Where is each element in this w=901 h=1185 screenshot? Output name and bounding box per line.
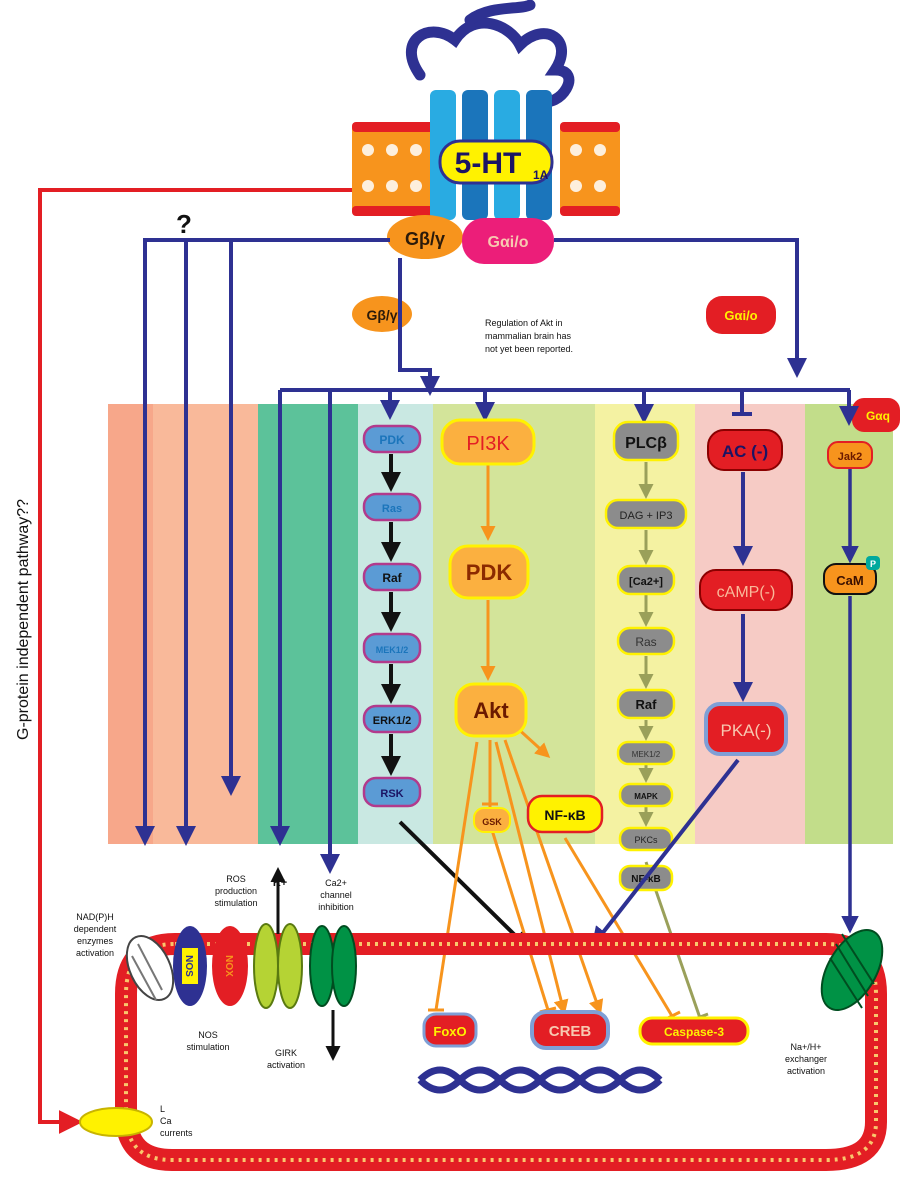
nadph-label-3: enzymes bbox=[77, 936, 114, 946]
target-caspase3: Caspase-3 bbox=[638, 1016, 750, 1046]
foxo-label: FoxO bbox=[433, 1024, 466, 1039]
pi3k-node: PI3K bbox=[466, 433, 510, 455]
g-alpha-q-label: Gαq bbox=[866, 409, 890, 423]
plc-mapk-node: MAPK bbox=[634, 792, 658, 801]
membrane-labels: NAD(P)H dependent enzymes activation ROS… bbox=[74, 874, 827, 1138]
g-alpha-q: Gαq bbox=[852, 398, 900, 432]
mapk-node-mek: MEK1/2 bbox=[376, 645, 409, 655]
nadph-label-1: NAD(P)H bbox=[76, 912, 114, 922]
exchanger-label-2: exchanger bbox=[785, 1054, 827, 1064]
jak-pathway: Jak2 CaM P bbox=[823, 441, 880, 934]
ros-label-1: ROS bbox=[226, 874, 246, 884]
receptor-subscript: 1A bbox=[533, 168, 549, 182]
pi3k-pdk-node: PDK bbox=[466, 560, 513, 585]
mapk-node-erk: ERK1/2 bbox=[373, 715, 412, 727]
akt-note-line-2: mammalian brain has bbox=[485, 331, 572, 341]
mapk-pathway: PDK Ras Raf MEK1/2 ERK1/2 RSK bbox=[362, 424, 531, 951]
free-g-alpha-label: Gαi/o bbox=[724, 308, 757, 323]
g-beta-gamma-label: Gβ/γ bbox=[405, 229, 445, 249]
akt-note-line-1: Regulation of Akt in bbox=[485, 318, 563, 328]
pkc-node: PKCs bbox=[634, 835, 658, 845]
girk-label-1: GIRK bbox=[275, 1048, 297, 1058]
akt-note-line-3: not yet been reported. bbox=[485, 344, 573, 354]
girk-label-2: activation bbox=[267, 1060, 305, 1070]
caspase3-label: Caspase-3 bbox=[664, 1025, 724, 1039]
calcium-node: [Ca2+] bbox=[629, 576, 663, 588]
membrane-proteins: NOS NOX bbox=[79, 867, 884, 1137]
exchanger-label-3: activation bbox=[787, 1066, 825, 1076]
mapk-node-raf: Raf bbox=[382, 571, 402, 585]
free-g-alpha: Gαi/o bbox=[706, 296, 776, 334]
ros-label-2: production bbox=[215, 886, 257, 896]
g-alpha-label: Gαi/o bbox=[488, 234, 529, 251]
jak2-node: Jak2 bbox=[838, 451, 862, 463]
cam-node: CaM bbox=[836, 573, 863, 588]
nos-label-1: NOS bbox=[198, 1030, 218, 1040]
ca-current-label-2: Ca bbox=[160, 1116, 172, 1126]
ca-channel-label-2: channel bbox=[320, 890, 352, 900]
nadph-label-4: activation bbox=[76, 948, 114, 958]
nos-protein-label: NOS bbox=[183, 955, 194, 977]
g-protein-independent-label: G-protein independent pathway?? bbox=[15, 499, 32, 740]
ca-current-label-1: L bbox=[160, 1104, 165, 1114]
camp-node: cAMP(-) bbox=[717, 584, 776, 601]
plc-mek-node: MEK1/2 bbox=[632, 750, 661, 759]
plc-pathway: PLCβ DAG + IP3 [Ca2+] Ras Raf MEK1/2 MAP… bbox=[604, 420, 709, 1022]
plasma-membrane-top bbox=[352, 122, 620, 216]
nadph-label-2: dependent bbox=[74, 924, 117, 934]
plc-ras-node: Ras bbox=[635, 635, 656, 649]
unknown-mark: ? bbox=[176, 209, 192, 239]
beta-gamma-distribution bbox=[135, 238, 859, 874]
target-foxo: FoxO bbox=[422, 1012, 478, 1048]
free-g-beta-gamma: Gβ/γ bbox=[352, 296, 412, 332]
mapk-node-ras: Ras bbox=[382, 503, 402, 515]
ca-channel-label-1: Ca2+ bbox=[325, 878, 347, 888]
dna-helix bbox=[417, 1066, 663, 1094]
plc-beta-node: PLCβ bbox=[625, 435, 667, 452]
ca-current-label-3: currents bbox=[160, 1128, 193, 1138]
exchanger-label-1: Na+/H+ bbox=[790, 1042, 821, 1052]
gsk-node: GSK bbox=[482, 817, 502, 827]
nos-label-2: stimulation bbox=[186, 1042, 229, 1052]
mapk-node-pdk: PDK bbox=[379, 433, 405, 447]
receptor-5ht1a: 5-HT 1A bbox=[406, 0, 575, 220]
ac-node: AC (-) bbox=[722, 442, 768, 461]
akt-node: Akt bbox=[473, 698, 509, 723]
pka-node: PKA(-) bbox=[721, 721, 772, 740]
potassium-label: K+ bbox=[273, 877, 287, 889]
plc-raf-node: Raf bbox=[636, 697, 658, 712]
mapk-node-rsk: RSK bbox=[380, 788, 403, 800]
target-creb: CREB bbox=[530, 1010, 610, 1050]
ros-label-3: stimulation bbox=[214, 898, 257, 908]
ca-channel-label-3: inhibition bbox=[318, 902, 354, 912]
g-protein-complex: Gβ/γ Gαi/o bbox=[387, 215, 554, 264]
phospho-mark: P bbox=[870, 559, 876, 569]
pi3k-pathway: PI3K PDK Akt GSK NF-κB bbox=[428, 418, 681, 1022]
pathway-panels bbox=[108, 404, 893, 844]
creb-label: CREB bbox=[549, 1023, 592, 1040]
nfkb-node: NF-κB bbox=[544, 807, 585, 823]
akt-note: Regulation of Akt in mammalian brain has… bbox=[485, 318, 573, 354]
g-protein-independent-path bbox=[38, 188, 352, 1134]
dag-ip3-node: DAG + IP3 bbox=[620, 510, 673, 522]
receptor-label: 5-HT bbox=[455, 147, 522, 180]
free-g-beta-gamma-label: Gβ/γ bbox=[366, 307, 397, 323]
ac-pathway: AC (-) cAMP(-) PKA(-) bbox=[591, 429, 793, 948]
nox-protein-label: NOX bbox=[223, 955, 234, 977]
